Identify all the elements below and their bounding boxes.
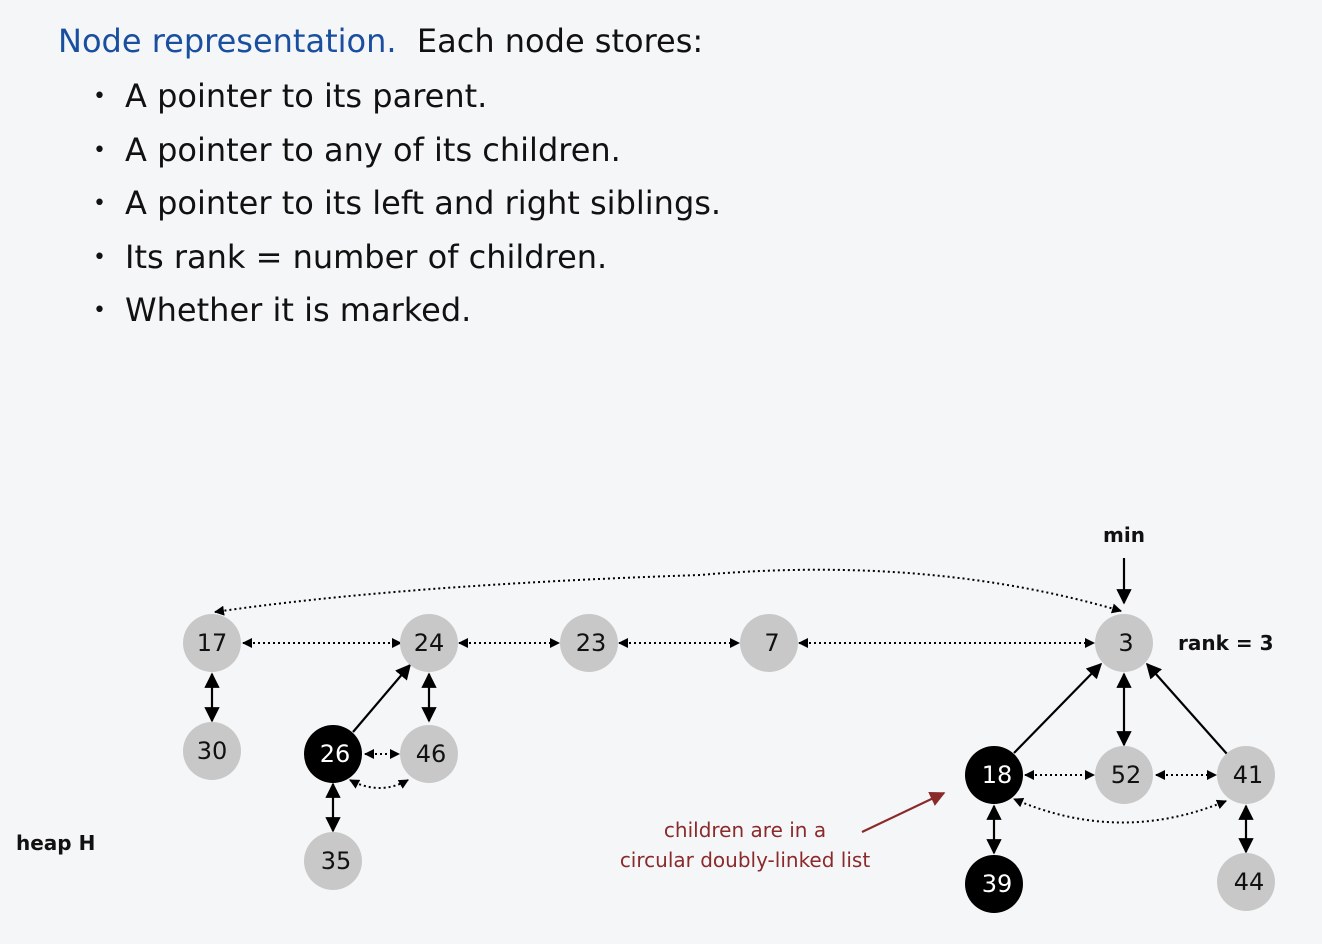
node-layer: 17 30 24 26 46 35 23 7 3 18 52 41 39 44 [183,614,1275,913]
node-41: 41 [1217,746,1275,804]
node-3: 3 [1095,614,1153,672]
node-24: 24 [400,614,458,672]
node-18: 18 [965,746,1023,804]
tree-24-links [325,663,437,833]
node-18-key: 18 [982,761,1013,789]
node-23: 23 [560,614,618,672]
node-7-key: 7 [764,629,779,657]
node-35: 35 [304,832,362,890]
header-label: Node representation. [58,22,397,60]
node-3-key: 3 [1118,629,1133,657]
node-24-key: 24 [414,629,445,657]
note-arrow [861,791,946,833]
min-label: min [1103,523,1145,547]
node-46-key: 46 [416,740,447,768]
bullet-item: •Whether it is marked. [90,287,721,341]
node-17: 17 [183,614,241,672]
node-26-key: 26 [320,740,351,768]
node-30: 30 [183,722,241,780]
node-30-key: 30 [197,737,228,765]
node-44-key: 44 [1234,868,1265,896]
node-52-key: 52 [1111,761,1142,789]
bullet-dot-icon: • [93,298,106,323]
bullet-list: •A pointer to its parent. •A pointer to … [90,73,721,341]
heap-label: heap H [16,831,95,855]
bullet-dot-icon: • [93,191,106,216]
bullet-item: •Its rank = number of children. [90,234,721,288]
parent-link-26-24 [352,663,411,733]
node-35-key: 35 [321,847,352,875]
note-line-1: children are in a [664,818,826,842]
rank-label: rank = 3 [1178,631,1274,655]
sibling-link-26-46-wrap [349,779,409,789]
node-44: 44 [1217,853,1275,911]
node-23-key: 23 [576,629,607,657]
node-7: 7 [740,614,798,672]
bullet-item: •A pointer to any of its children. [90,127,721,181]
parent-link-41-3 [1145,662,1228,755]
header-text: Each node stores: [416,22,704,60]
bullet-dot-icon: • [93,244,106,270]
node-41-key: 41 [1233,761,1264,789]
node-39: 39 [965,855,1023,913]
bullet-item: •A pointer to its parent. [90,73,721,127]
parent-link-18-3 [1013,662,1103,754]
sibling-link-3-17-wrap [214,568,1122,616]
tree-3-links [986,558,1254,855]
node-46: 46 [400,725,458,783]
bullet-dot-icon: • [93,137,106,163]
node-17-key: 17 [197,629,228,657]
node-26: 26 [304,725,362,783]
sibling-link-41-18-wrap [1013,797,1227,824]
tree-24-sibling-links [349,749,409,789]
node-39-key: 39 [982,870,1013,898]
slide-header: Node representation. Each node stores: [58,22,703,60]
node-52: 52 [1095,746,1153,804]
note-line-2: circular doubly-linked list [620,848,871,872]
root-list-links [214,568,1122,648]
bullet-item: •A pointer to its left and right sibling… [90,180,721,234]
tree-3-sibling-links [1013,770,1227,824]
bullet-dot-icon: • [93,84,106,109]
